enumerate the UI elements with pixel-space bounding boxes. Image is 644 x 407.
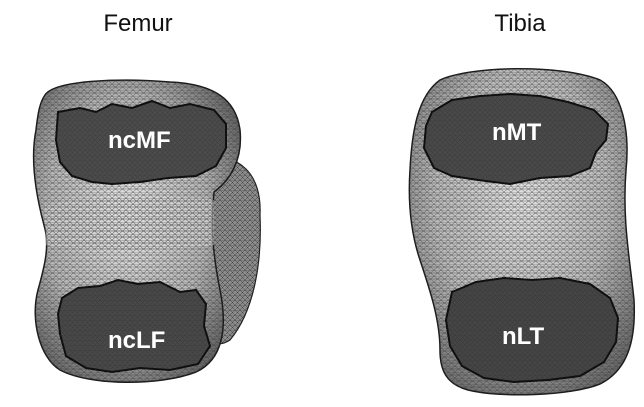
ncmf-label: ncMF [108, 127, 171, 154]
femur-model: ncMF ncLF [34, 80, 261, 382]
nmt-label: nMT [492, 119, 542, 146]
tibia-model: nMT nLT [409, 69, 634, 395]
nlt-label: nLT [502, 323, 545, 350]
nclf-label: ncLF [108, 327, 165, 354]
